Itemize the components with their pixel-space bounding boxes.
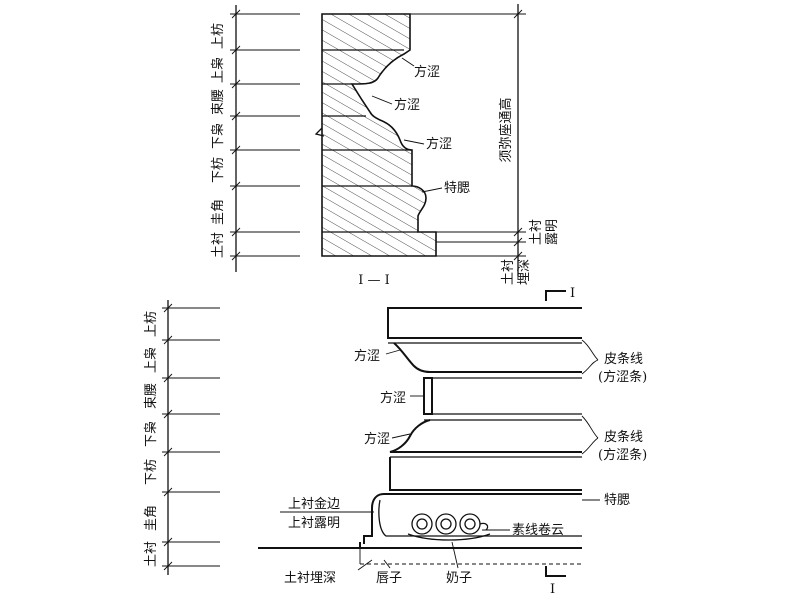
elevation-label-fangse-3: 方涩 bbox=[364, 431, 390, 447]
elevation-label-pitiaoxian-1: 皮条线 bbox=[604, 351, 643, 367]
guijiao-block bbox=[363, 493, 582, 544]
section-label-fangse-2: 方涩 bbox=[394, 97, 420, 113]
elevation-label-suxian-juanyun: 素线卷云 bbox=[512, 522, 564, 538]
elevation-label-shangfang: 上枋 bbox=[143, 311, 159, 337]
elevation-label-tesai: 特腮 bbox=[604, 493, 630, 508]
elevation-label-shuyao: 束腰 bbox=[144, 383, 159, 409]
xiaxiao-curve bbox=[389, 419, 582, 453]
tuchen-top-line bbox=[359, 542, 582, 549]
elevation-dimension-ticks bbox=[162, 303, 220, 571]
xiafang-block bbox=[389, 457, 582, 491]
elevation-label-tuchen: 土衬 bbox=[144, 541, 159, 567]
section-profile bbox=[321, 13, 437, 257]
shangfang-block bbox=[387, 307, 582, 339]
section-mark-bottom bbox=[545, 566, 566, 577]
section-label-tesai: 特腮 bbox=[444, 181, 470, 196]
elevation-label-naizi: 奶子 bbox=[446, 571, 472, 586]
elevation-label-pitiaoxian-2: 皮条线 bbox=[604, 429, 643, 445]
section-label-maishen: 埋深 bbox=[517, 259, 532, 285]
section-label-xiaxiao: 下枭 bbox=[210, 123, 226, 149]
elevation-diagram: 上枋 上枭 束腰 下枭 下枋 圭角 土衬 I bbox=[143, 286, 647, 597]
section-label-shangfang: 上枋 bbox=[210, 23, 226, 49]
section-label-tuchen: 土衬 bbox=[211, 232, 226, 258]
section-label-shangxiao: 上枭 bbox=[210, 57, 226, 83]
elevation-label-shangxiao: 上枭 bbox=[143, 347, 159, 373]
juanyun-scrolls bbox=[407, 513, 491, 541]
elevation-label-fangse-2: 方涩 bbox=[380, 390, 406, 406]
section-mark-bottom-label: I bbox=[550, 582, 555, 597]
elevation-label-guijiao: 圭角 bbox=[144, 505, 159, 531]
section-caption: I — I bbox=[358, 273, 390, 288]
section-dimension-ticks bbox=[230, 9, 300, 261]
section-label-shuyao: 束腰 bbox=[211, 89, 226, 115]
elevation-label-pitiaoxian-2b: (方涩条) bbox=[598, 447, 647, 463]
section-label-fangse-3: 方涩 bbox=[426, 136, 452, 152]
section-label-tuchen-2: 土衬 bbox=[501, 259, 516, 285]
section-label-tuchen-right: 土衬 bbox=[529, 219, 544, 245]
break-mark bbox=[314, 127, 325, 137]
section-label-fangse-1: 方涩 bbox=[414, 64, 440, 80]
section-label-guijiao: 圭角 bbox=[211, 199, 226, 225]
section-mark-top bbox=[545, 290, 566, 301]
elevation-label-pitiaoxian-1b: (方涩条) bbox=[598, 369, 647, 385]
elevation-label-chunzi: 唇子 bbox=[376, 571, 402, 586]
elevation-label-xiafang: 下枋 bbox=[143, 459, 159, 485]
elevation-label-louming: 上衬露明 bbox=[288, 516, 340, 531]
section-label-total-height: 须弥座通高 bbox=[498, 97, 514, 162]
section-label-louming: 露明 bbox=[545, 219, 560, 245]
shangxiao-curve bbox=[393, 342, 582, 373]
section-label-xiafang: 下枋 bbox=[210, 157, 226, 183]
elevation-label-fangse-1: 方涩 bbox=[354, 348, 380, 364]
elevation-label-maishen: 土衬埋深 bbox=[284, 571, 336, 586]
section-mark-top-label: I bbox=[570, 286, 575, 301]
elevation-label-xiaxiao: 下枭 bbox=[143, 421, 159, 447]
elevation-label-jinbian: 上衬金边 bbox=[288, 496, 340, 512]
section-diagram: 上枋 上枭 束腰 下枭 下枋 圭角 土衬 方涩 方涩 方涩 特腮 bbox=[210, 4, 560, 288]
